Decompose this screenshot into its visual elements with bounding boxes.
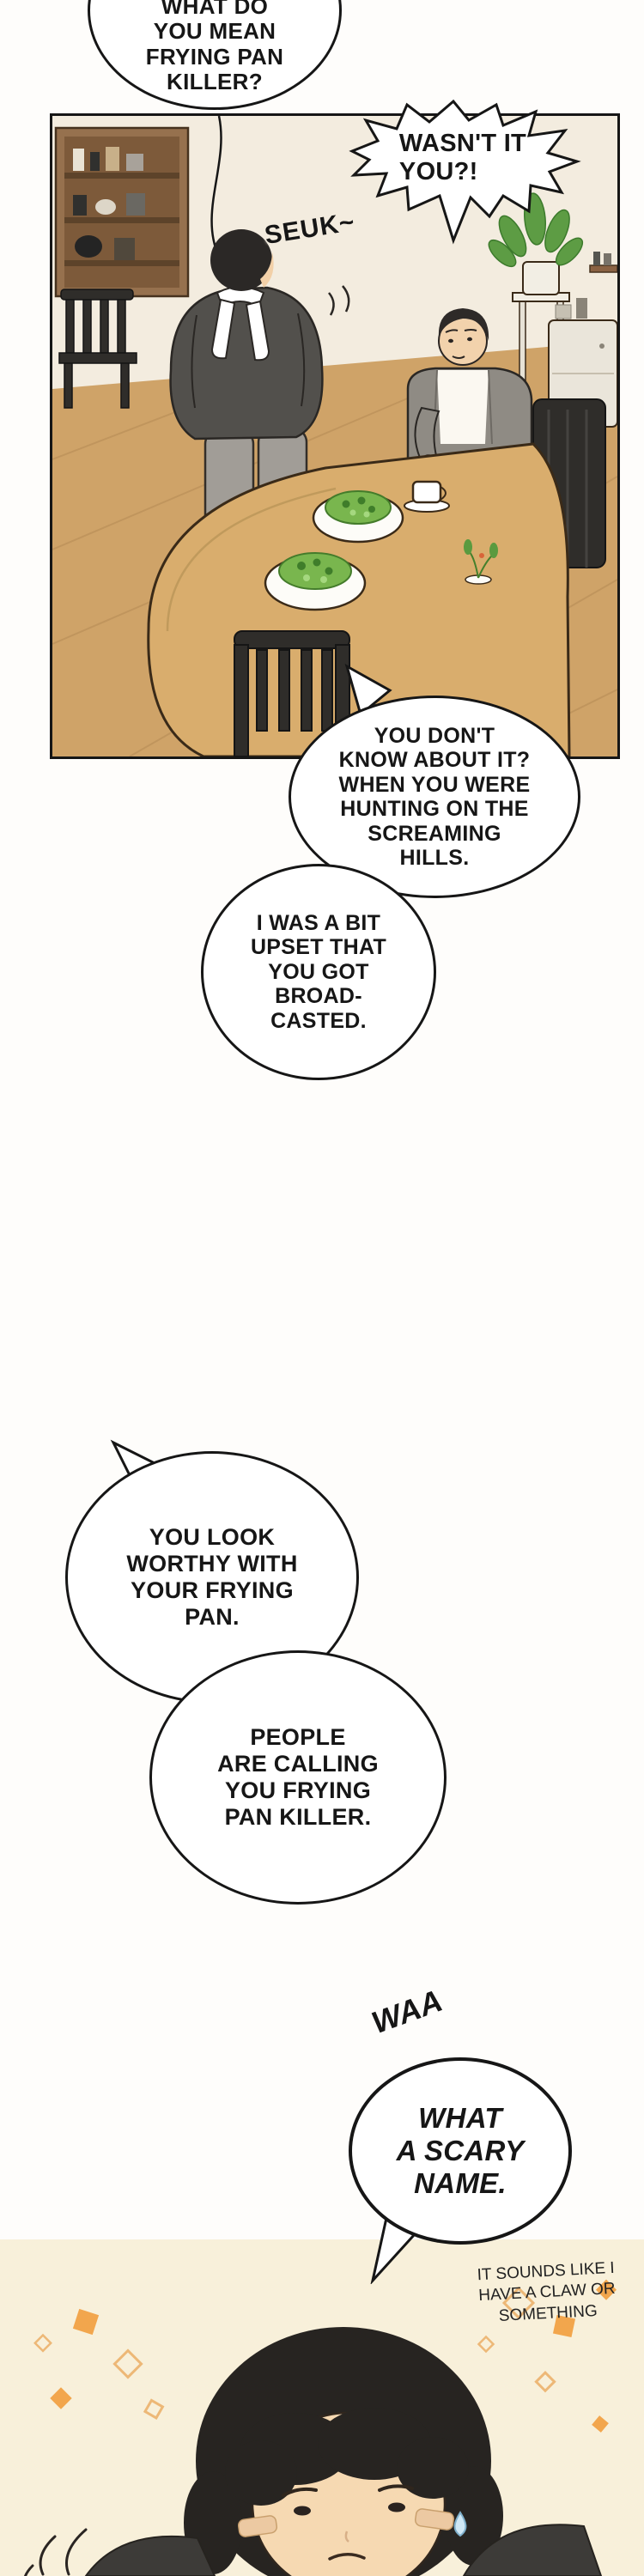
speech-text: WASN'T IT YOU?! [398, 129, 527, 185]
shirt [437, 370, 489, 444]
burst-outline [349, 100, 581, 245]
motion-squiggle [328, 292, 335, 316]
wall-shelf [589, 252, 617, 273]
panel-frame [50, 113, 620, 759]
sweat-drop [453, 2511, 467, 2537]
burst-bubble-wasnt-it: WASN'T IT YOU?! [343, 100, 582, 247]
eye [388, 2502, 405, 2512]
speech-bubble-worthy: YOU LOOK WORTHY WITH YOUR FRYING PAN. [65, 1451, 359, 1704]
speech-bubble-top: WHAT DO YOU MEAN FRYING PAN KILLER? [88, 0, 342, 110]
salad-plate [312, 490, 404, 544]
handwritten-note-claw: IT SOUNDS LIKE I HAVE A CLAW OR SOMETHIN… [477, 2258, 617, 2325]
fringe [397, 2437, 469, 2499]
speech-text: WHAT A SCARY NAME. [396, 2101, 525, 2200]
speech-text: PEOPLE ARE CALLING YOU FRYING PAN KILLER… [217, 1724, 379, 1830]
worried-man [84, 2327, 603, 2576]
chair-left [58, 289, 137, 409]
speech-text: I WAS A BIT UPSET THAT YOU GOT BROAD- CA… [250, 910, 387, 1033]
motion-lines [23, 2528, 88, 2576]
nose [344, 2530, 349, 2543]
shoulder [462, 2524, 603, 2576]
eye [294, 2506, 311, 2516]
speech-text: YOU DON'T KNOW ABOUT IT? WHEN YOU WERE H… [338, 723, 531, 871]
bandage-patch [414, 2508, 455, 2530]
kitchen-shelf [54, 126, 190, 298]
salad-plate [264, 552, 367, 611]
eyebrows [282, 2484, 414, 2497]
coffee-cup [404, 480, 450, 513]
bottom-scene [0, 2239, 644, 2576]
towel-strip [210, 298, 236, 360]
bubble-tail-line [210, 116, 222, 258]
speech-bubble-people: PEOPLE ARE CALLING YOU FRYING PAN KILLER… [149, 1650, 447, 1905]
table-sprig [464, 539, 498, 585]
seated-man-hair [438, 308, 489, 341]
bandage-patch [237, 2515, 278, 2537]
standing-man-head [210, 229, 272, 291]
bubble-tail [344, 663, 392, 717]
panel-scene [52, 116, 617, 756]
speech-bubble-scary-name: WHAT A SCARY NAME. [349, 2057, 572, 2245]
mouth [328, 2553, 366, 2561]
shoulder [84, 2535, 216, 2576]
speech-bubble-upset: I WAS A BIT UPSET THAT YOU GOT BROAD- CA… [201, 864, 436, 1080]
bottom-illustration [0, 2239, 644, 2576]
motion-squiggle [342, 285, 350, 313]
speech-text: YOU LOOK WORTHY WITH YOUR FRYING PAN. [126, 1524, 298, 1630]
towel-strip [245, 300, 270, 361]
fringe [225, 2440, 297, 2506]
dining-table [147, 442, 571, 756]
sfx-waa: WAA [367, 1982, 447, 2041]
speech-text: WHAT DO YOU MEAN FRYING PAN KILLER? [145, 0, 284, 95]
